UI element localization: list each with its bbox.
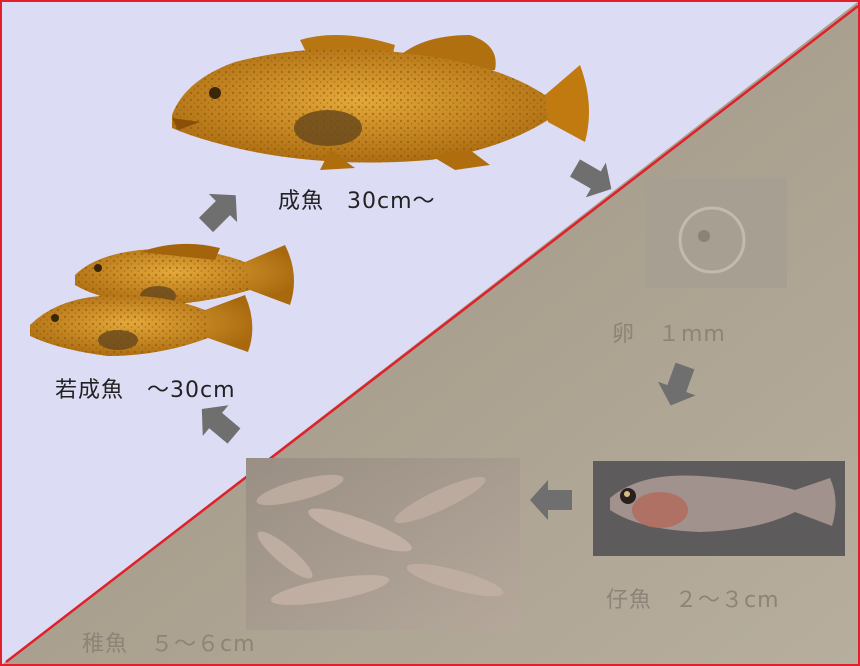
juvenile-stage-label: 稚魚 ５〜６cm xyxy=(82,632,256,657)
arrow-juvenile-to-young-adult xyxy=(201,405,241,444)
arrow-egg-to-larva xyxy=(657,362,696,406)
young-adult-fish-image xyxy=(30,243,294,356)
larva-image xyxy=(593,461,845,556)
adult-stage-label: 成魚 30cm〜 xyxy=(278,189,436,214)
egg-stage-label: 卵 １mm xyxy=(612,322,726,347)
arrow-larva-to-juvenile xyxy=(530,480,572,520)
egg-image xyxy=(645,178,787,288)
adult-fish-image xyxy=(172,35,589,170)
larva-stage-label: 仔魚 ２〜３cm xyxy=(606,588,780,613)
young-adult-stage-label: 若成魚 〜30cm xyxy=(55,378,236,403)
arrow-adult-to-egg xyxy=(570,159,612,198)
diagonal-divider xyxy=(5,5,859,663)
juvenile-image xyxy=(246,458,520,630)
arrow-young-adult-to-adult xyxy=(198,193,238,233)
